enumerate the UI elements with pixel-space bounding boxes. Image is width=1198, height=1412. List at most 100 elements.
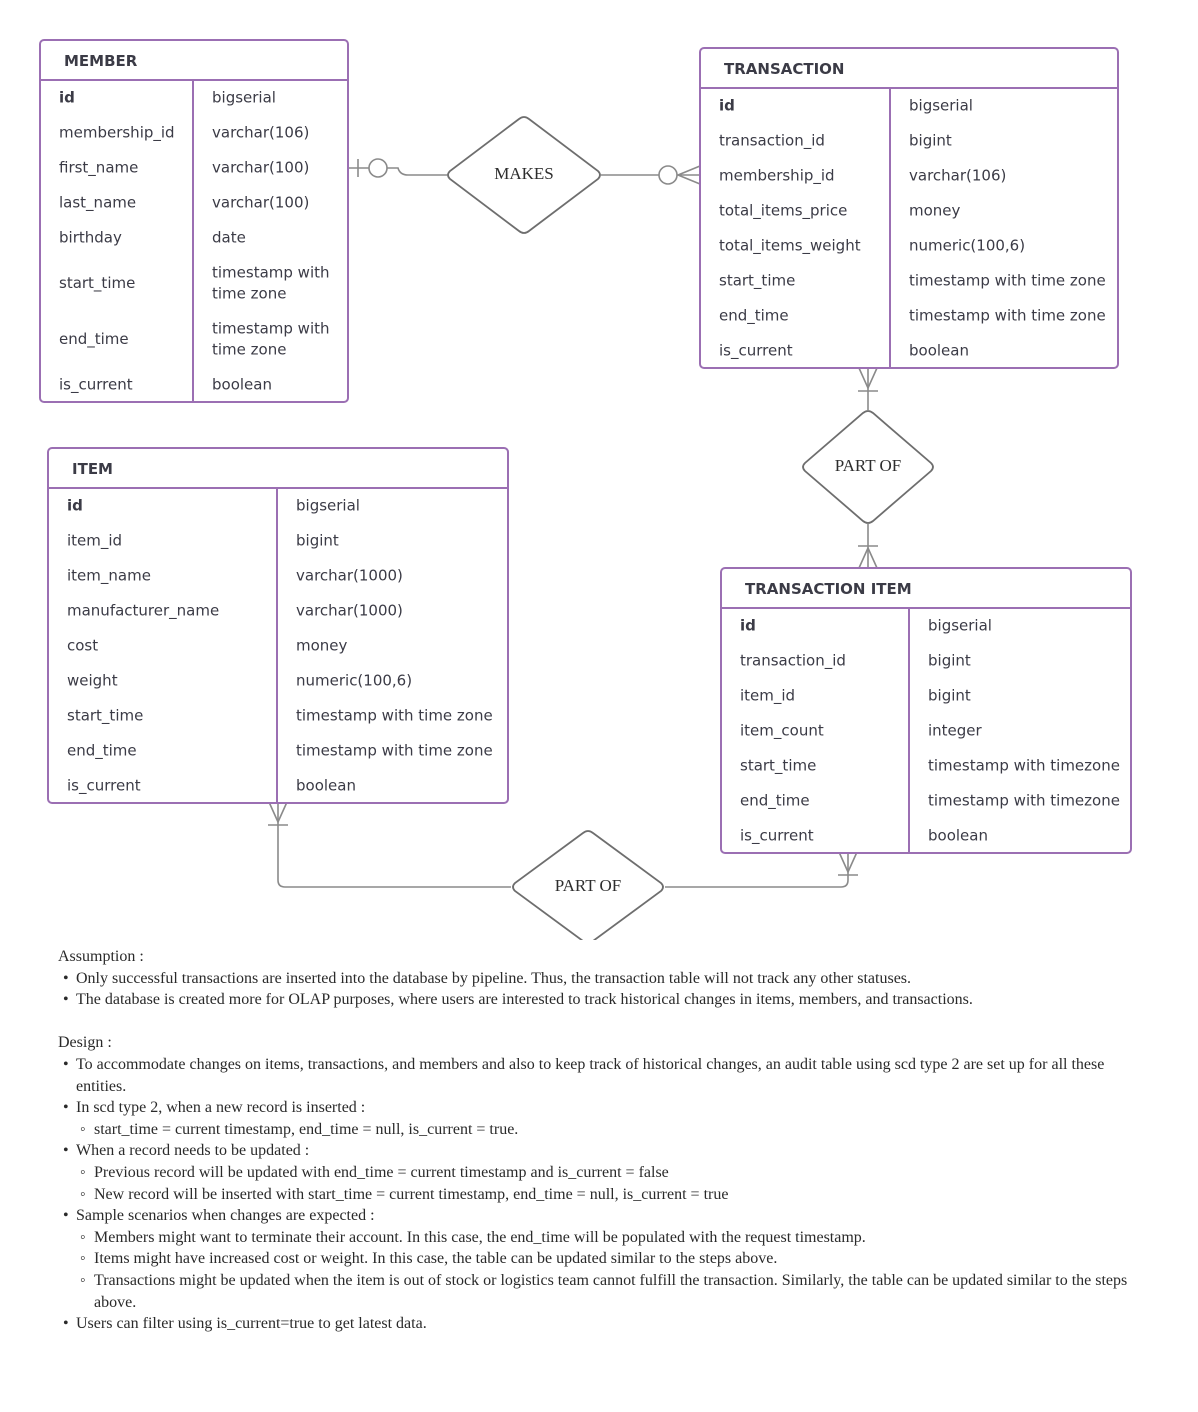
- crow-foot-mark: [858, 546, 878, 569]
- relationship-part-of-transaction: PART OF: [802, 410, 934, 524]
- entity-title: MEMBER: [64, 52, 138, 70]
- entity-transaction: TRANSACTION id bigserial transaction_id bigi…: [699, 47, 1119, 369]
- field-type: time zone: [212, 285, 286, 303]
- design-item-text: Users can filter using is_current=true t…: [76, 1315, 427, 1333]
- field-type: bigint: [928, 687, 971, 705]
- crow-foot-mark: [677, 165, 701, 185]
- entity-box: [699, 47, 1119, 369]
- field-name: cost: [67, 637, 98, 655]
- assumption-item: Only successful transactions are inserte…: [58, 968, 1153, 990]
- notes-section: Assumption : Only successful transaction…: [58, 946, 1153, 1335]
- field-type: timestamp with timezone: [928, 757, 1120, 775]
- field-name: item_name: [67, 567, 151, 586]
- field-name: membership_id: [719, 167, 835, 186]
- field-type: bigserial: [296, 497, 360, 515]
- field-type: timestamp with time zone: [909, 272, 1106, 290]
- field-type: varchar(106): [909, 167, 1006, 185]
- field-name: transaction_id: [740, 652, 846, 671]
- field-name: id: [59, 89, 75, 107]
- entity-title: ITEM: [72, 460, 113, 478]
- design-item-text: When a record needs to be updated :: [76, 1142, 310, 1160]
- design-subitem-text: Items might have increased cost or weigh…: [94, 1250, 778, 1268]
- field-type: varchar(1000): [296, 602, 403, 620]
- design-subitem: New record will be inserted with start_t…: [58, 1184, 1153, 1206]
- relationship-label-part-of-item: PART OF: [555, 876, 622, 895]
- design-item-text: In scd type 2, when a new record is inse…: [76, 1099, 366, 1117]
- field-name: weight: [67, 672, 118, 690]
- field-name: birthday: [59, 229, 122, 247]
- field-name: start_time: [67, 707, 143, 726]
- field-name: start_time: [59, 274, 135, 293]
- field-name: total_items_weight: [719, 237, 861, 256]
- field-name: is_current: [67, 777, 141, 796]
- field-name: is_current: [740, 827, 814, 846]
- field-name: id: [740, 617, 756, 635]
- field-type: varchar(106): [212, 124, 309, 142]
- field-name: transaction_id: [719, 132, 825, 151]
- design-item-text: To accommodate changes on items, transac…: [76, 1055, 1105, 1095]
- field-name: start_time: [740, 757, 816, 776]
- field-name: start_time: [719, 272, 795, 291]
- field-type: boolean: [928, 827, 988, 845]
- relationship-part-of-item: PART OF: [512, 830, 664, 940]
- field-type: bigint: [928, 652, 971, 670]
- field-type: bigint: [909, 132, 952, 150]
- field-type: date: [212, 229, 246, 247]
- field-type: varchar(1000): [296, 567, 403, 585]
- crow-foot-mark: [838, 851, 858, 874]
- field-type: timestamp with: [212, 320, 330, 338]
- field-type: timestamp with time zone: [296, 742, 493, 760]
- connector-item-partof: [277, 802, 511, 888]
- relationship-diamonds: MAKES PART OF PART OF: [447, 116, 934, 940]
- field-name: manufacturer_name: [67, 602, 219, 621]
- assumption-item-text: Only successful transactions are inserte…: [76, 969, 912, 987]
- field-type: numeric(100,6): [909, 237, 1025, 255]
- field-type: bigserial: [909, 97, 973, 115]
- design-item: In scd type 2, when a new record is inse…: [58, 1097, 1153, 1119]
- design-subitem: Members might want to terminate their ac…: [58, 1227, 1153, 1249]
- field-name: membership_id: [59, 124, 175, 143]
- field-name: first_name: [59, 159, 138, 178]
- field-type: varchar(100): [212, 194, 309, 212]
- assumption-item-text: The database is created more for OLAP pu…: [76, 991, 973, 1009]
- er-diagram: MAKES PART OF PART OF MEMBER id bigserial m…: [39, 39, 1132, 940]
- field-type: boolean: [909, 342, 969, 360]
- design-item: To accommodate changes on items, transac…: [58, 1054, 1153, 1097]
- entity-title: TRANSACTION: [724, 60, 844, 78]
- field-type: money: [909, 202, 961, 220]
- crow-foot-mark: [268, 801, 288, 824]
- design-list: To accommodate changes on items, transac…: [58, 1054, 1153, 1335]
- relationship-connectors: [268, 158, 878, 888]
- relationship-label-makes: MAKES: [494, 164, 554, 183]
- field-type: boolean: [296, 777, 356, 795]
- field-name: total_items_price: [719, 202, 847, 221]
- entity-box: [720, 567, 1132, 854]
- field-name: item_id: [740, 687, 795, 706]
- field-type: timestamp with time zone: [909, 307, 1106, 325]
- crow-foot-mark: [858, 367, 878, 390]
- connector-partof-transactionitem-bottom: [665, 852, 849, 888]
- field-type: varchar(100): [212, 159, 309, 177]
- design-subitem-text: Members might want to terminate their ac…: [94, 1228, 866, 1246]
- entity-tables: MEMBER id bigserial membership_id varchar(10…: [39, 39, 1132, 854]
- design-heading: Design :: [58, 1034, 112, 1052]
- assumption-item: The database is created more for OLAP pu…: [58, 989, 1153, 1011]
- field-type: bigint: [296, 532, 339, 550]
- field-type: money: [296, 637, 348, 655]
- field-name: last_name: [59, 194, 136, 213]
- field-type: timestamp with time zone: [296, 707, 493, 725]
- design-item: Users can filter using is_current=true t…: [58, 1313, 1153, 1335]
- field-type: bigserial: [928, 617, 992, 635]
- design-subitem-text: Previous record will be updated with end…: [94, 1163, 669, 1181]
- relationship-makes: MAKES: [447, 116, 601, 234]
- field-type: bigserial: [212, 89, 276, 107]
- design-subitem-text: Transactions might be updated when the i…: [94, 1271, 1128, 1311]
- design-item-text: Sample scenarios when changes are expect…: [76, 1207, 375, 1225]
- field-name: id: [719, 97, 735, 115]
- field-name: id: [67, 497, 83, 515]
- optional-circle-mark: [658, 165, 678, 185]
- design-item: When a record needs to be updated :: [58, 1140, 1153, 1162]
- field-type: numeric(100,6): [296, 672, 412, 690]
